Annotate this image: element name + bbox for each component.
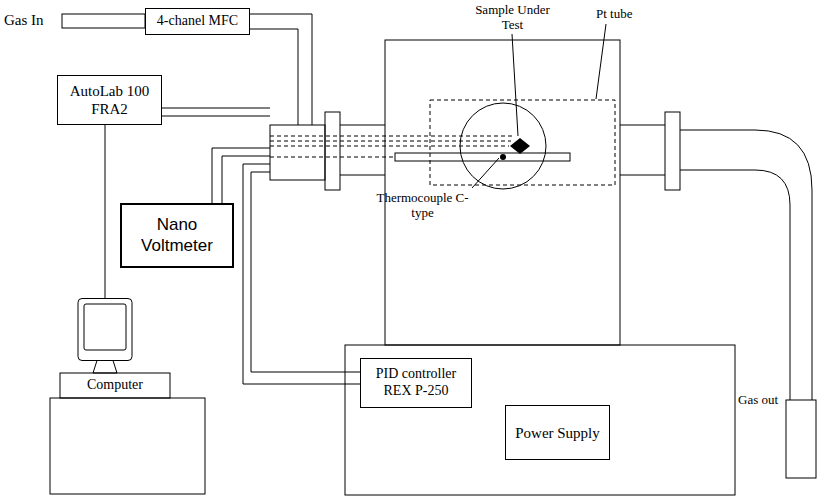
autolab-wire [160,108,270,109]
connector-line [105,125,106,298]
furnace-base [345,345,735,495]
callout-label: Sample Under Test [465,2,560,32]
port-label: Gas out [738,392,778,407]
node-text: 4-chanel MFC [157,13,238,30]
instrument-box: Nano Voltmeter [120,203,234,268]
tube-wall [340,125,385,126]
thermocouple-junction [500,154,506,160]
thermocouple-rod [395,153,570,161]
port-label: Gas In [4,13,44,28]
voltmeter-wire [222,156,270,203]
leader-line [512,34,518,136]
pid-wire [243,164,360,384]
autolab-wire [160,116,270,117]
computer-desk [50,398,205,494]
screen [84,304,126,350]
gas-feed-pipe [250,29,298,125]
monitor-stand [93,361,117,374]
tube-wall [620,175,665,176]
pt-tube-outline [430,100,615,185]
controller-box: 4-chanel MFC [145,8,250,35]
node-text: PID controller REX P-250 [367,366,465,400]
feedthrough [270,125,325,180]
callout-label: Thermocouple C-type [375,190,470,220]
node-text: Nano Voltmeter [128,215,226,256]
sample-wire [270,136,512,137]
computer-case [60,373,170,398]
power-box: Power Supply [505,405,610,460]
computer-drawing [45,298,210,496]
leader-line [596,24,606,99]
exhaust-pipe [680,130,812,400]
voltmeter-wire [212,148,270,203]
sample-wire [270,146,509,147]
right-flange [665,112,680,190]
leader-line [472,158,499,188]
thermocouple-wire [270,157,395,158]
pid-wire [251,172,360,372]
tube-wall [620,125,665,126]
monitor [78,299,132,361]
exhaust-end [786,400,816,478]
tube-wall [340,175,385,176]
gas-inlet-pipe [62,14,145,28]
computer-node: Computer [45,298,210,496]
node-text: Computer [87,377,143,394]
sample-wire [270,141,511,142]
node-text: AutoLab 100 FRA2 [64,82,155,118]
node-text: Power Supply [515,424,600,442]
text-area: Computer [60,373,170,398]
left-flange [325,112,340,190]
controller-box: PID controller REX P-250 [360,358,472,408]
sample-diamond [510,138,530,154]
callout-label: Pt tube [596,6,632,21]
instrument-box: AutoLab 100 FRA2 [57,75,162,125]
